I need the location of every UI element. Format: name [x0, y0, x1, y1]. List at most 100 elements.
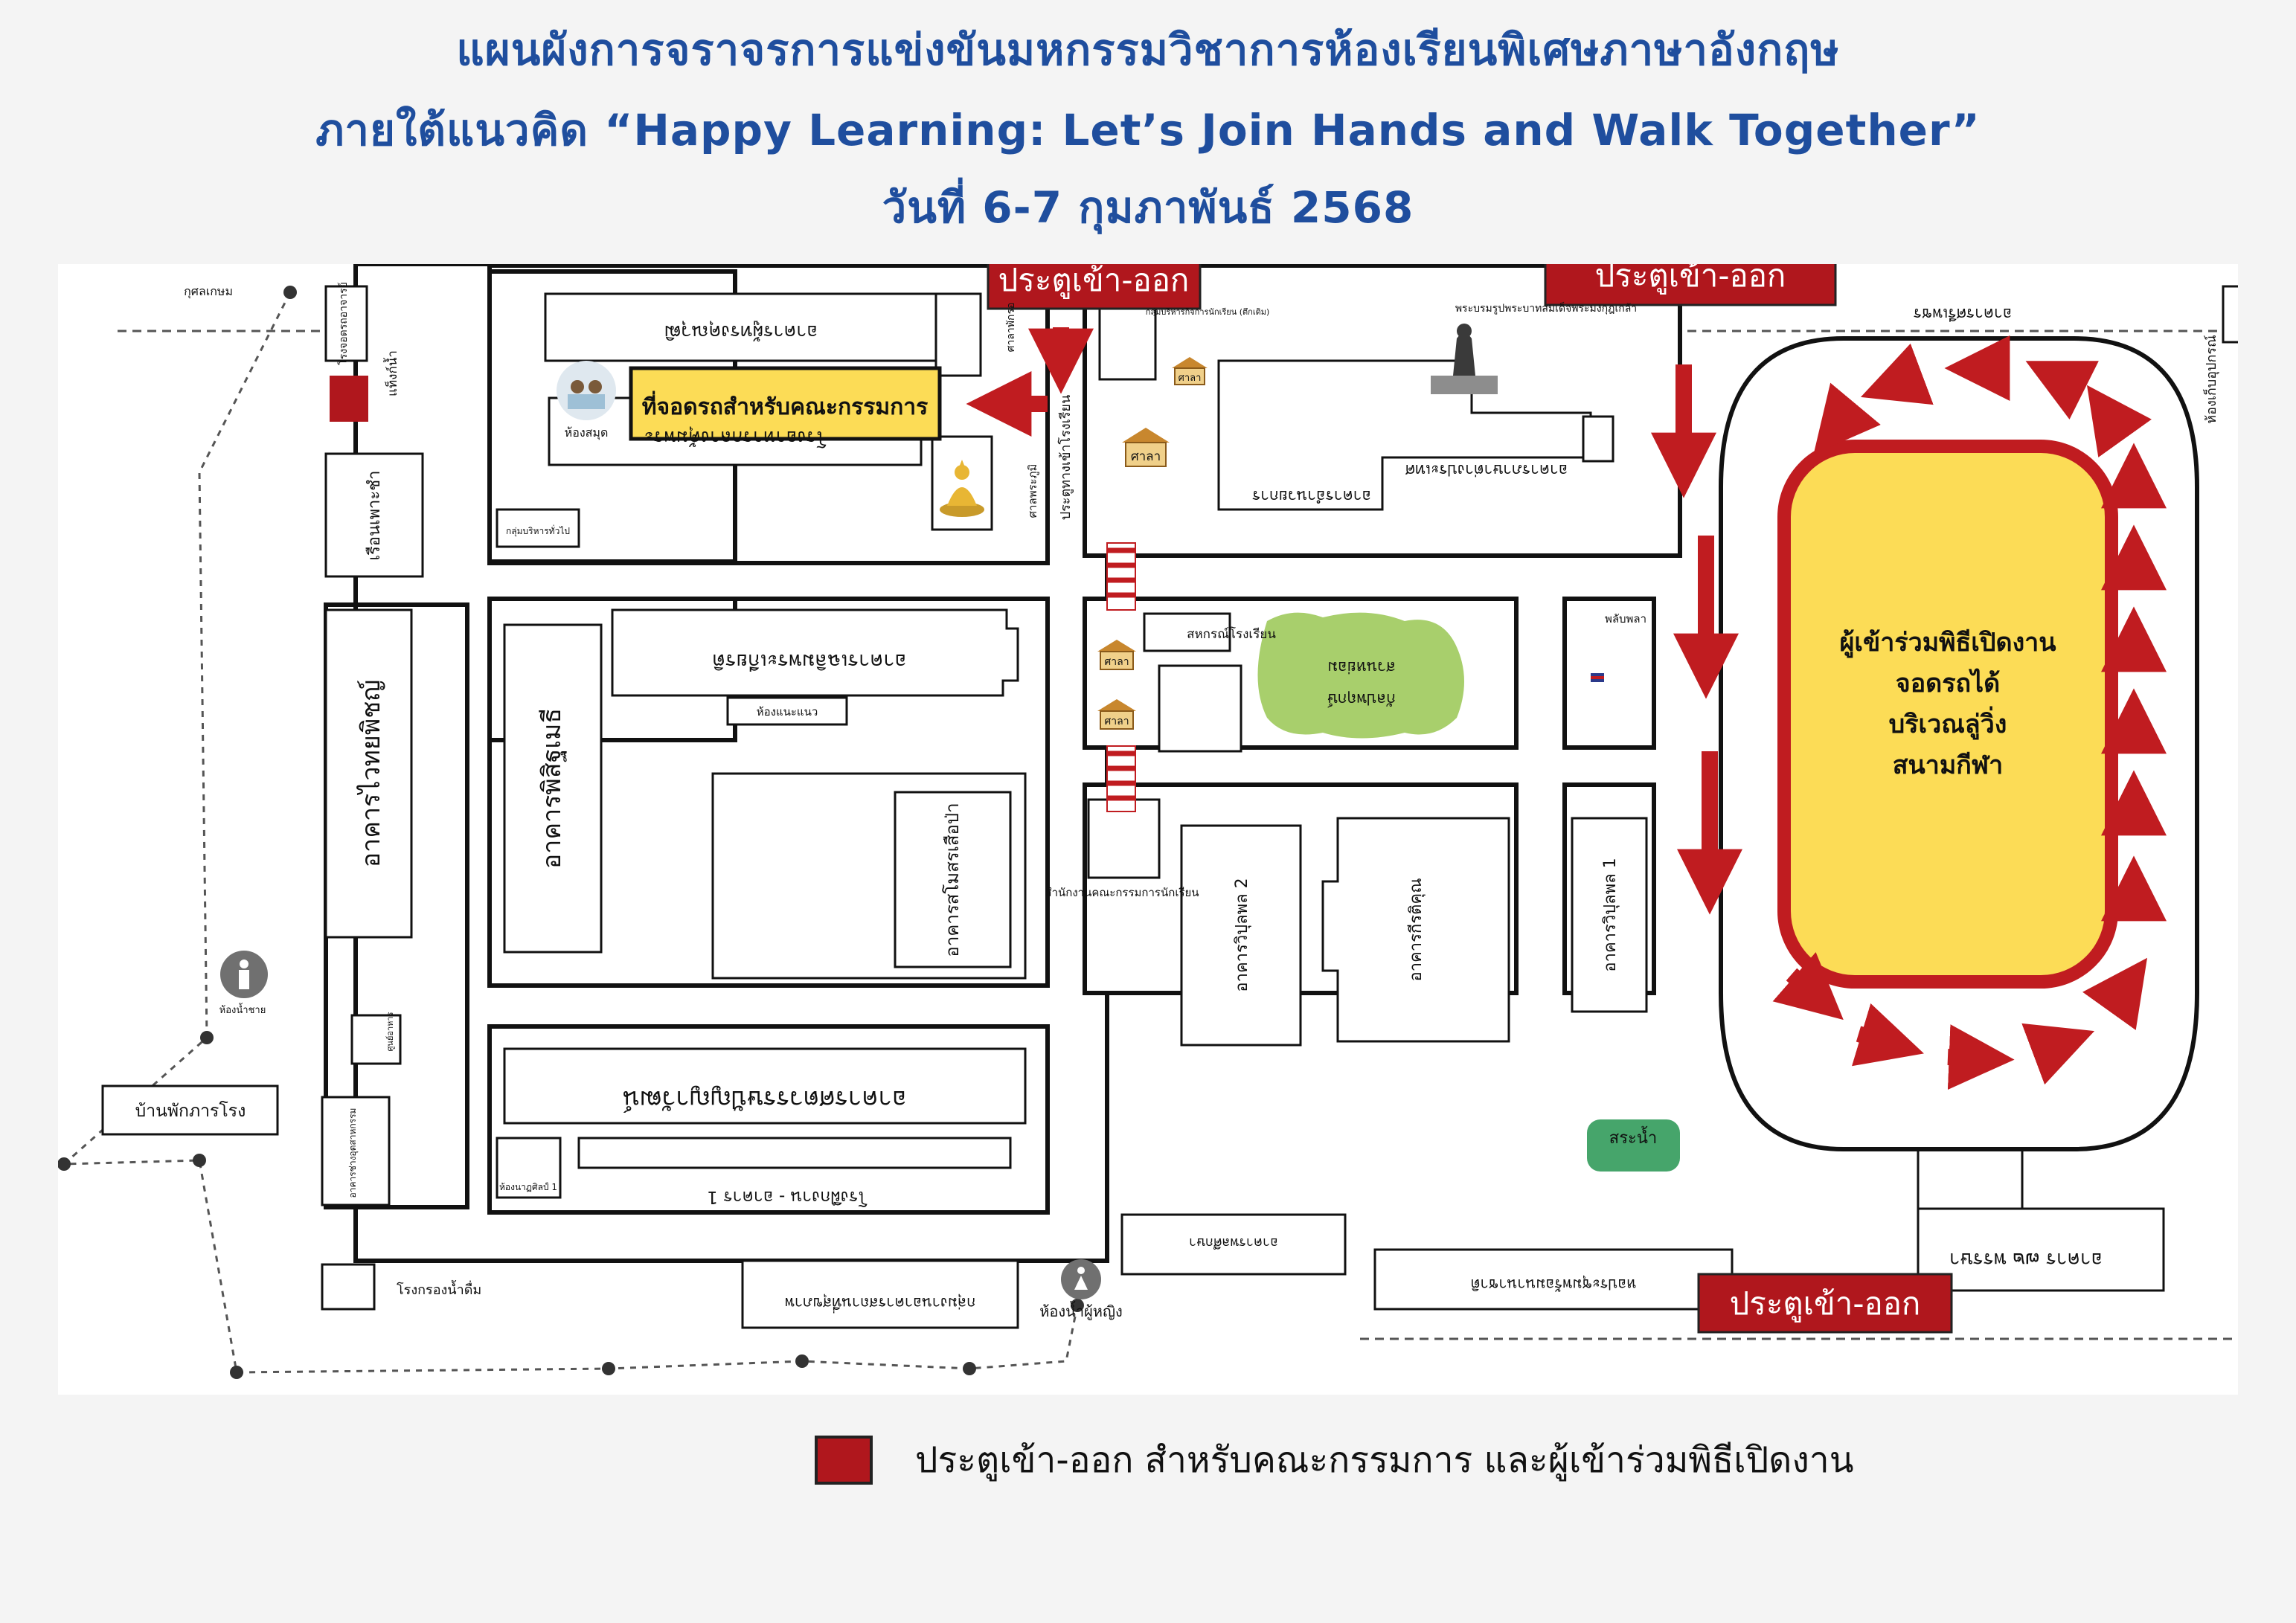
- campus-boundary: [118, 330, 2238, 1340]
- traffic-arrows: [966, 327, 2167, 1090]
- campus-map: ประตูเข้า-ออก ประตูเข้า-ออก ประตูเข้า-ออ…: [58, 264, 2238, 1395]
- garden: [1257, 612, 1464, 739]
- label-bldg-vipula2: อาคารวิปุลพล 2: [1233, 878, 1251, 992]
- gate-bottom-label: ประตูเข้า-ออก: [1730, 1285, 1921, 1322]
- gate-bottom-box: [1697, 1273, 1953, 1334]
- arrow-track-3: [1947, 1024, 2015, 1090]
- block-nw: [487, 264, 1050, 565]
- building-flipped-upper-center: [611, 608, 1019, 697]
- arrow-track-4: [2021, 1023, 2095, 1085]
- label-monument: พระบรมรูปพระบาทสมเด็จพระมงกุฎเกล้า: [1455, 301, 1637, 315]
- label-pool: สระน้ำ: [1609, 1126, 1657, 1148]
- label-bldg-samosorn: อาคารสโมสรเสือป่า: [942, 803, 963, 957]
- building-bottled-water: [321, 1263, 376, 1311]
- arrow-track-6: [2086, 385, 2152, 457]
- gate-top-right-box: [1544, 264, 1837, 306]
- arrow-track-7: [2025, 361, 2099, 420]
- field-parking-line1: ผู้เข้าร่วมพิธีเปิดงาน: [1839, 628, 2056, 658]
- library-icon: [557, 361, 616, 420]
- block-pavilion: [1562, 597, 1656, 750]
- label-pavilion: พลับพลา: [1605, 612, 1646, 626]
- label-flipped-bottom5: หอประชุมพร้อมนานาชาติ: [1471, 1275, 1637, 1293]
- label-car-park-small: อาคารช่างอุตสาหกรรม: [347, 1108, 359, 1198]
- crosswalk-south: [1106, 745, 1136, 812]
- label-bldg-pisit: อาคารพิสิฐเมธี: [537, 708, 567, 869]
- gate-top-right-label: ประตูเข้า-ออก: [1595, 264, 1786, 295]
- map-title-line3: วันที่ 6-7 กุมภาพันธ์ 2568: [882, 182, 1414, 233]
- gate-bottom[interactable]: ประตูเข้า-ออก: [1697, 1273, 1953, 1334]
- building-main-wing: [1582, 415, 1614, 463]
- sports-field: [1719, 336, 2199, 1151]
- label-flipped-bottom3: กลุ่มงานอาคารสถานที่สุขภาพ: [785, 1293, 976, 1314]
- building-flipped-bottom5: [1373, 1248, 1734, 1311]
- sala-markers: ศาลา ศาลา ศาลา ศาลา: [1097, 357, 1208, 730]
- label-flipped-bottom1: อาคารศตวรรษปัญญาวัฒน์: [623, 1085, 906, 1114]
- building-car-park-small: [321, 1096, 391, 1206]
- legend-gate-swatch: [815, 1436, 873, 1485]
- building-guidance: [726, 696, 848, 726]
- building-vaitaya: [324, 608, 413, 939]
- water-tank-icon: [330, 376, 368, 422]
- building-parking-booth: [324, 285, 368, 362]
- sala-icon: ศาลา: [1122, 428, 1170, 467]
- label-art-room: ห้องนาฏศิลป์ 1: [499, 1182, 557, 1192]
- building-flipped-top1: [544, 292, 937, 362]
- womens-toilet-icon: [1061, 1259, 1101, 1299]
- gate-top-left-box: [987, 264, 1202, 310]
- building-student-council: [1087, 798, 1161, 879]
- label-library: ห้องสมุด: [565, 425, 609, 440]
- building-principal-house: [101, 1084, 279, 1136]
- label-womens-room: ห้องน้ำผู้หญิง: [1039, 1301, 1123, 1321]
- gate-top-left-label: ประตูเข้า-ออก: [998, 264, 1190, 299]
- label-flipped-bldg-mid: อาคารภาษาต่างประเทศ: [1405, 461, 1568, 479]
- building-coop: [1143, 612, 1231, 652]
- block-west-mid: [487, 597, 1050, 988]
- gate-top-left[interactable]: ประตูเข้า-ออก: [987, 264, 1202, 310]
- label-flipped-bottom6: อาคาร ๗๒ พรรษา: [1949, 1248, 2103, 1270]
- label-mens-room: ห้องน้ำชาย: [219, 1003, 266, 1016]
- building-samosorn: [894, 791, 1012, 968]
- label-shrine: ศาลพระภูมิ: [1026, 464, 1039, 518]
- mens-toilet-icon: [220, 951, 268, 998]
- building-kirtikun: [1321, 817, 1510, 1043]
- monument-icon: [1431, 324, 1498, 394]
- arrow-track-10: [1813, 382, 1881, 454]
- building-vipula2: [1180, 824, 1302, 1047]
- gate-top-right[interactable]: ประตูเข้า-ออก: [1544, 264, 1837, 306]
- building-guard-house: [934, 292, 982, 377]
- svg-text:ศาลา: ศาลา: [1104, 716, 1129, 727]
- label-student-council: สำนักงานคณะกรรมการนักเรียน: [1045, 886, 1199, 899]
- label-flipped-bottom4: อาคารพลศึกษา: [1189, 1235, 1278, 1250]
- field-parking-line3: บริเวณลู่วิ่ง: [1889, 706, 2007, 740]
- label-water-mirror: ศูนย์อาหาร: [385, 1012, 395, 1051]
- arrow-track-2: [1851, 1003, 1924, 1067]
- label-flipped-top1: อาคารผู้ทรงคุณวุฒิ: [664, 321, 818, 343]
- field-parking-line4: สนามกีฬา: [1893, 751, 2003, 780]
- label-water-tank: แท็งก์น้ำ: [383, 350, 400, 396]
- label-bottled-water: โรงกรองน้ำดื่ม: [397, 1280, 481, 1298]
- crosswalk-north: [1106, 542, 1136, 611]
- field-parking-line2: จอดรถได้: [1896, 668, 2000, 698]
- arrow-track-9: [1860, 343, 1934, 405]
- pool: [1587, 1119, 1680, 1172]
- label-guard-house: ศาลาพักรอ: [1005, 303, 1017, 353]
- building-flipped-bottom4: [1120, 1213, 1347, 1276]
- sala-icon: ศาลา: [1097, 640, 1136, 670]
- building-admin-general: [496, 508, 580, 548]
- label-flipped-upper-center: อาคารเฉลิมพระเกียรติ: [712, 649, 906, 672]
- building-pisit: [503, 623, 603, 954]
- label-flipped-right-side: ห้องเก็บอุปกรณ์: [2202, 335, 2219, 423]
- label-bldg-vaitaya: อาคารไวทยพิชญ์: [356, 680, 386, 868]
- label-parking-booth: โรงจอดรถอาจารย์: [337, 282, 350, 365]
- arrow-track-1: [1772, 952, 1844, 1021]
- building-right-top: [2222, 285, 2238, 344]
- label-flipped-main-office: อาคารอำนวยการ: [1252, 487, 1371, 505]
- committee-parking-area: [629, 366, 942, 441]
- label-flipped-bottom2: โรงฝึกงาน - อาคาร 1: [707, 1187, 867, 1207]
- fence-posts: [58, 286, 1084, 1379]
- label-student-affairs: กลุ่มบริหารกิจการนักเรียน (ตึกเดิม): [1146, 307, 1270, 317]
- label-guidance: ห้องแนะแนว: [757, 705, 818, 719]
- building-flipped-bottom6-main: [1917, 1207, 2165, 1292]
- arrow-track-5: [2082, 957, 2148, 1030]
- map-title-line1: แผนผังการจราจรการแข่งขันมหกรรมวิชาการห้อ…: [456, 25, 1840, 75]
